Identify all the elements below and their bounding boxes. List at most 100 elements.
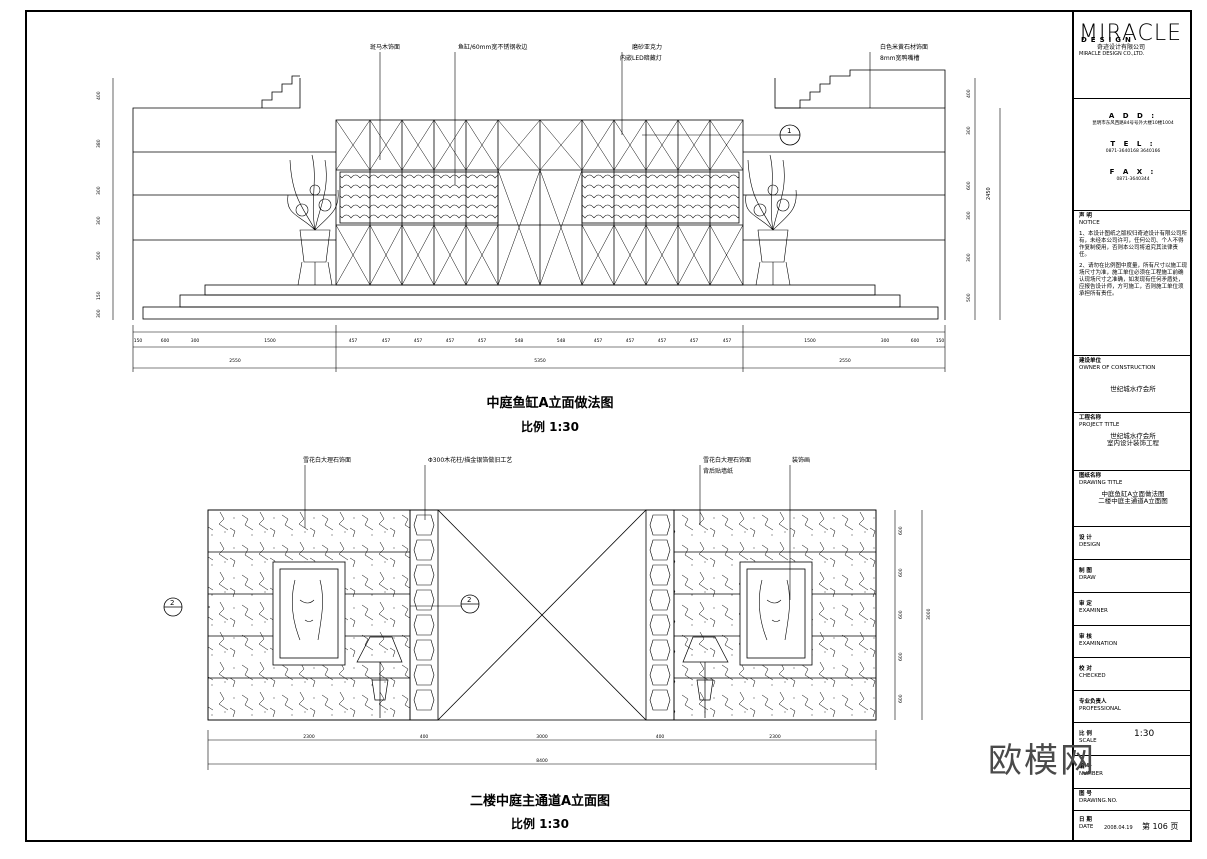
company-cn: 奇迹设计有限公司 — [1097, 44, 1146, 51]
svg-text:600: 600 — [966, 181, 972, 190]
notes-cell: 声 明 NOTICE 1、本设计图纸之版权归奇迹设计有限公司所有，未经本公司许可… — [1074, 210, 1192, 355]
scale-value: 1:30 — [1134, 729, 1155, 739]
number-cell: 编 号 NUMBER — [1074, 755, 1192, 788]
callout-b5: 装饰画 — [792, 456, 810, 464]
svg-text:300: 300 — [191, 338, 200, 344]
section-mark-b2: 2 — [467, 596, 471, 604]
svg-text:600: 600 — [898, 652, 904, 661]
review-cell: 审 定 EXAMINER — [1074, 592, 1192, 625]
height-a: 2450 — [986, 187, 992, 200]
svg-text:400: 400 — [656, 734, 665, 740]
design-cell: 设 计 DESIGN — [1074, 526, 1192, 559]
picture-left — [272, 561, 346, 666]
project-label-en: PROJECT TITLE — [1079, 422, 1120, 428]
svg-text:600: 600 — [898, 610, 904, 619]
dwg-no-cell: 图 号 DRAWING.NO. — [1074, 788, 1192, 810]
drawing-label-en: DRAWING TITLE — [1079, 480, 1123, 486]
logo-cell: MIRACLE DESIGN 奇迹设计有限公司 MIRACLE DESIGN C… — [1074, 10, 1192, 98]
pro-cell: 专业负责人 PROFESSIONAL — [1074, 690, 1192, 722]
callout-b1: 雪花白大理石饰面 — [303, 456, 351, 464]
svg-text:457: 457 — [446, 338, 455, 344]
drawing-value-1: 中庭鱼缸A立面做法图 — [1101, 490, 1165, 498]
date-cell: 日 期 DATE 2008.04.19 第 106 页 — [1074, 810, 1192, 840]
plant-right — [745, 154, 797, 286]
drawing-b-texts: 雪花白大理石饰面 Φ300木花柱/描金银箔做旧工艺 雪花白大理石饰面 背后贴墙纸… — [170, 456, 932, 764]
svg-text:300: 300 — [966, 253, 972, 262]
design-label: 设 计 — [1079, 535, 1092, 541]
callout-a4: 内嵌LED暗藏灯 — [620, 54, 662, 62]
audit-cell: 审 核 EXAMINATION — [1074, 625, 1192, 657]
svg-text:1500: 1500 — [804, 338, 816, 344]
picture-right — [739, 561, 813, 666]
drawing-b-scale: 比例 1:30 — [510, 817, 570, 831]
notes-label-en: NOTICE — [1079, 220, 1100, 226]
svg-text:457: 457 — [690, 338, 699, 344]
notes-label: 声 明 — [1079, 213, 1092, 219]
section-mark-a: 1 — [787, 127, 791, 135]
tel-label: T E L : — [1110, 140, 1156, 148]
callout-b4: 背后贴墙纸 — [703, 467, 733, 475]
svg-text:400: 400 — [966, 89, 972, 98]
project-value-2: 室内设计装饰工程 — [1107, 439, 1159, 447]
svg-text:600: 600 — [161, 338, 170, 344]
svg-text:548: 548 — [515, 338, 524, 344]
owner-cell: 建设单位 OWNER OF CONSTRUCTION 世纪城水疗会所 — [1074, 355, 1192, 412]
drawing-value-2: 二楼中庭主通道A立面图 — [1098, 497, 1168, 505]
drawing-b — [163, 465, 923, 770]
svg-text:400: 400 — [96, 91, 102, 100]
svg-text:457: 457 — [349, 338, 358, 344]
lamp-right — [682, 636, 729, 718]
section-mark-b1: 2 — [170, 599, 174, 607]
add-label: A D D : — [1108, 112, 1158, 120]
svg-text:150: 150 — [936, 338, 945, 344]
owner-label-en: OWNER OF CONSTRUCTION — [1079, 365, 1156, 371]
dwg-en: DRAWING.NO. — [1079, 798, 1118, 804]
fish-tank-right — [581, 171, 740, 224]
svg-text:500: 500 — [96, 251, 102, 260]
svg-text:1500: 1500 — [264, 338, 276, 344]
callout-a2: 鱼缸/60mm宽不锈钢收边 — [458, 43, 527, 51]
project-value-1: 世纪城水疗会所 — [1110, 432, 1156, 440]
tel-value: 0871-3640168 3640166 — [1105, 149, 1161, 154]
svg-text:548: 548 — [557, 338, 566, 344]
project-cell: 工程名称 PROJECT TITLE 世纪城水疗会所 室内设计装饰工程 — [1074, 412, 1192, 470]
svg-text:457: 457 — [478, 338, 487, 344]
svg-text:300: 300 — [96, 186, 102, 195]
fax-label: F A X : — [1109, 168, 1157, 176]
column-left-beads — [413, 514, 435, 711]
svg-text:600: 600 — [898, 694, 904, 703]
svg-text:2550: 2550 — [839, 358, 851, 364]
scale-cell: 比 例 SCALE 1:30 — [1074, 722, 1192, 755]
draw-cell: 制 图 DRAW — [1074, 559, 1192, 592]
svg-text:600: 600 — [911, 338, 920, 344]
dims-bottom-b: 2300 400 3000 400 2300 8400 — [303, 734, 781, 764]
add-value: 昆明市东风西路84号号外大楼10楼1004 — [1092, 121, 1174, 126]
svg-text:457: 457 — [414, 338, 423, 344]
check-cell: 校 对 CHECKED — [1074, 657, 1192, 690]
watermark: 欧模网 — [988, 741, 1096, 781]
callout-a5: 白色米黄石材饰面 — [880, 43, 928, 51]
svg-text:300: 300 — [96, 216, 102, 225]
audit-label: 审 核 — [1079, 634, 1092, 640]
callout-b2: Φ300木花柱/描金银箔做旧工艺 — [428, 456, 512, 464]
svg-text:300: 300 — [881, 338, 890, 344]
svg-text:5350: 5350 — [534, 358, 546, 364]
svg-text:300: 300 — [96, 309, 102, 318]
draw-en: DRAW — [1079, 575, 1096, 581]
svg-text:300: 300 — [966, 126, 972, 135]
drawing-a — [112, 52, 1001, 372]
drawing-frame — [25, 10, 1192, 842]
callout-a6: 8mm宽鸭嘴槽 — [880, 54, 920, 62]
svg-text:300: 300 — [966, 211, 972, 220]
date-label: 日 期 — [1079, 817, 1092, 823]
drawing-a-scale: 比例 1:30 — [520, 420, 580, 434]
svg-text:600: 600 — [898, 568, 904, 577]
dims-right-a: 400 300 600 300 300 500 — [966, 89, 972, 302]
review-en: EXAMINER — [1079, 608, 1108, 614]
svg-text:500: 500 — [966, 293, 972, 302]
callout-b3: 雪花白大理石饰面 — [703, 456, 751, 464]
pro-en: PROFESSIONAL — [1079, 706, 1121, 712]
svg-text:457: 457 — [594, 338, 603, 344]
